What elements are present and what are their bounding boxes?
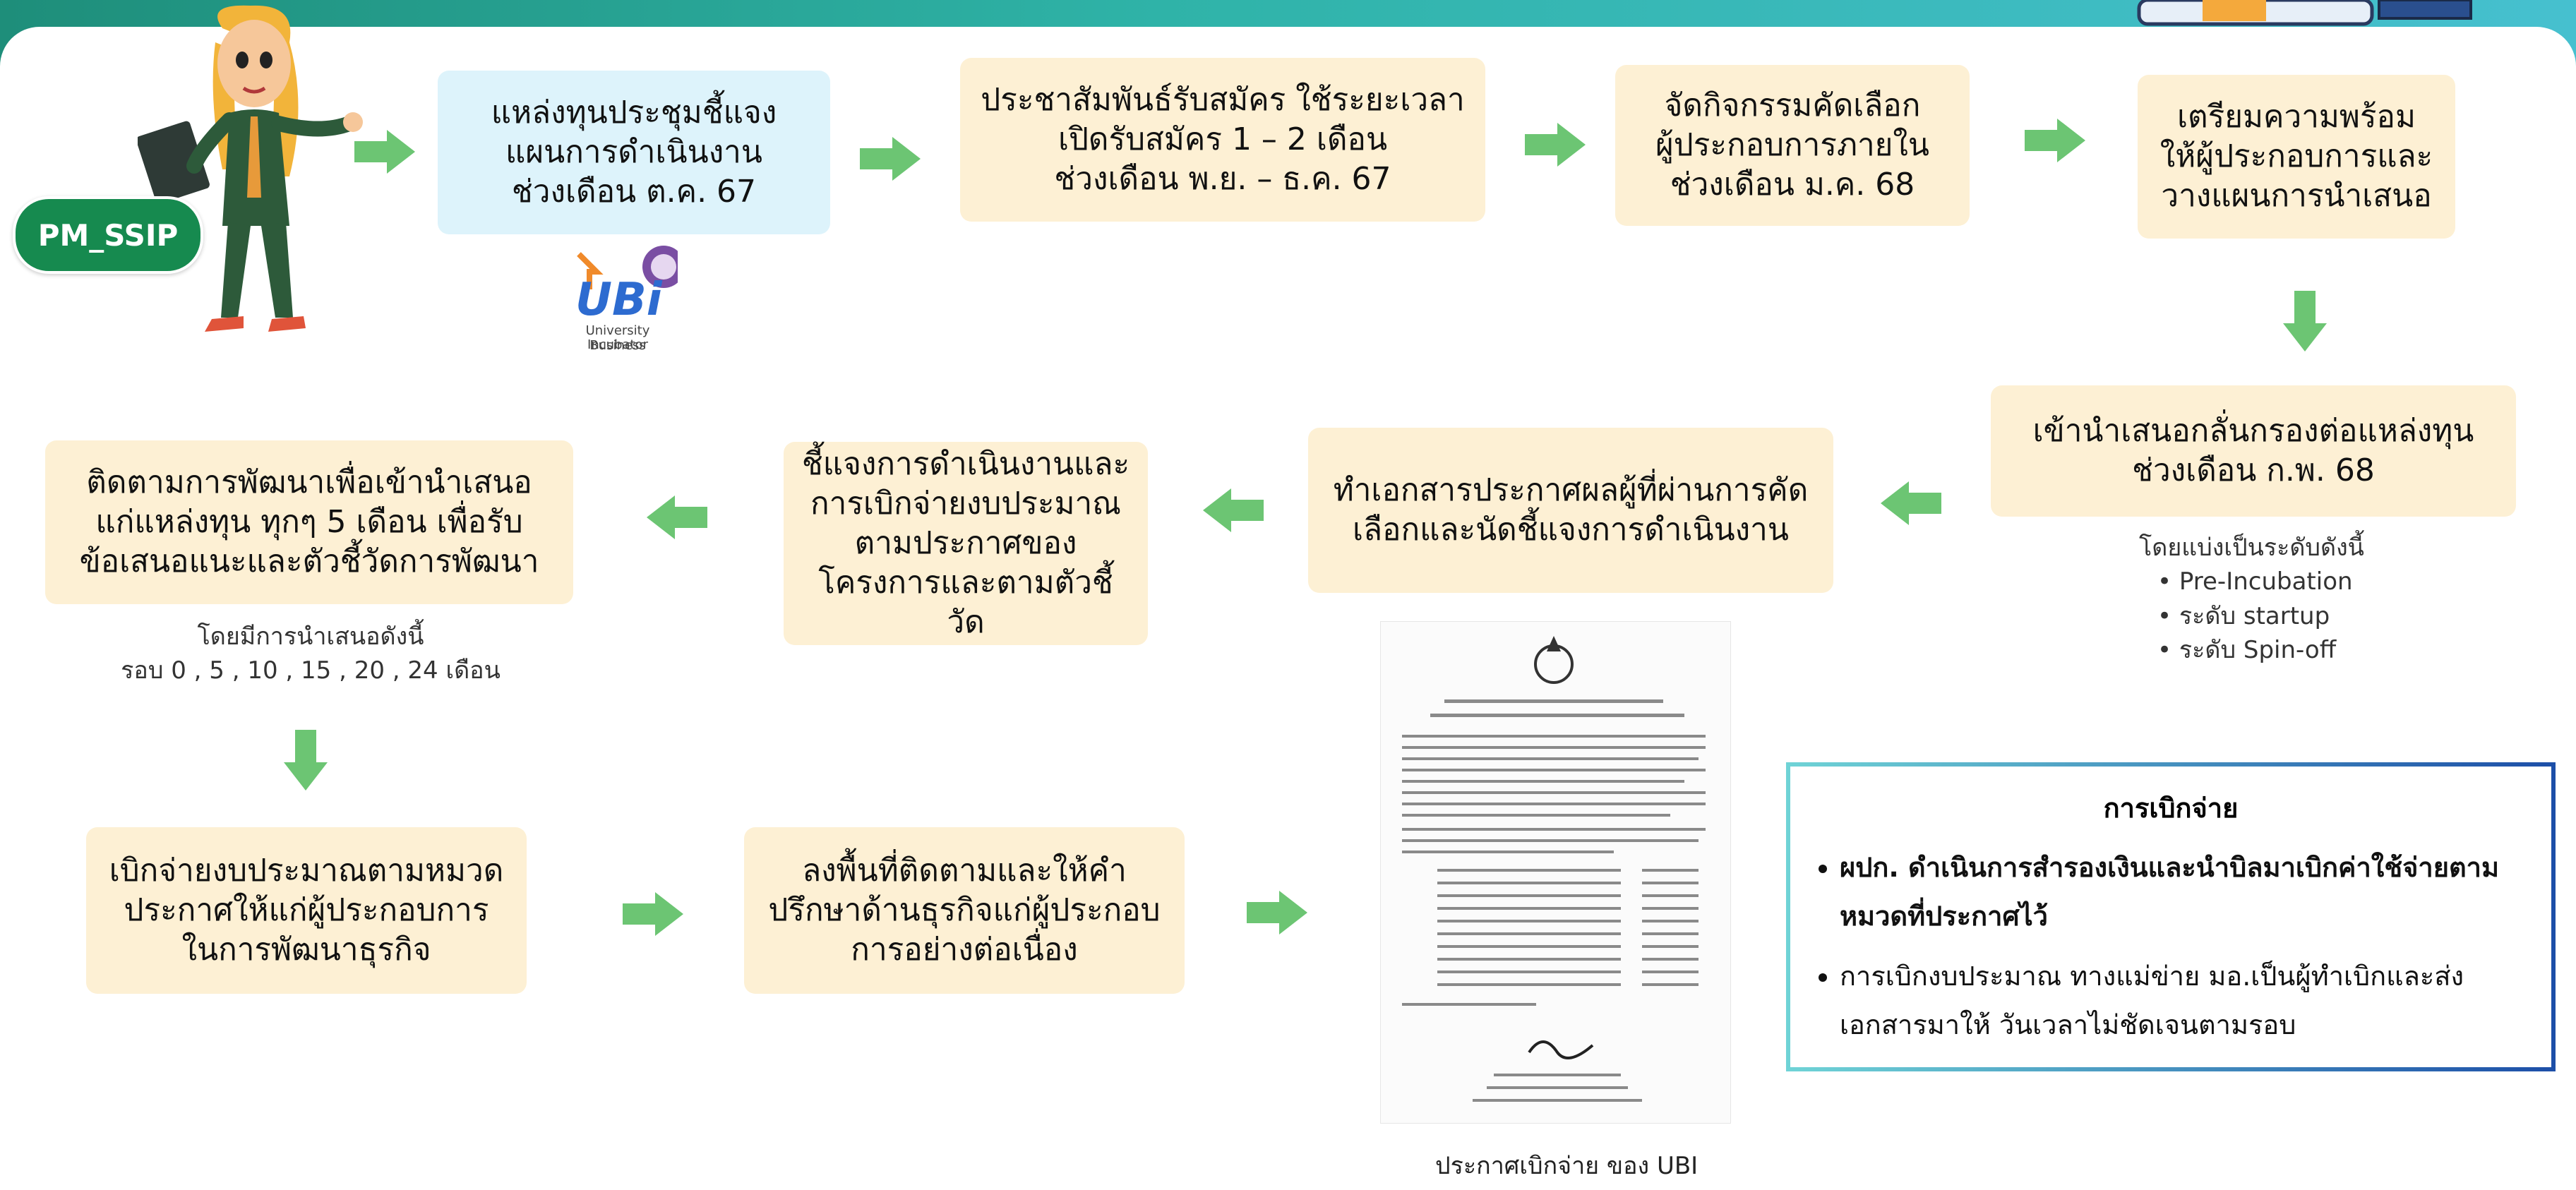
levels-note-heading: โดยแบ่งเป็นระดับดังนี้: [2139, 534, 2364, 562]
payment-list: ผปก. ดำเนินการสำรองเงินและนำบิลมาเบิกค่า…: [1811, 843, 2530, 1050]
arrow-left-icon: [1203, 488, 1264, 532]
arrow-down-icon: [284, 730, 328, 791]
ubi-logo-subtitle-2: Incubator: [587, 337, 648, 352]
payment-item: การเบิกงบประมาณ ทางแม่ข่าย มอ.เป็นผู้ทำเ…: [1840, 952, 2530, 1050]
announcement-document-thumbnail: [1380, 621, 1731, 1124]
levels-note: โดยแบ่งเป็นระดับดังนี้ • Pre-Incubation …: [2139, 531, 2364, 667]
step-5-screening-presentation: เข้านำเสนอกลั่นกรองต่อแหล่งทุนช่วงเดือน …: [1991, 385, 2516, 517]
step-7-operation-briefing: ชี้แจงการดำเนินงานและการเบิกจ่ายงบประมาณ…: [784, 442, 1148, 645]
document-caption: ประกาศเบิกจ่าย ของ UBI: [1435, 1152, 1699, 1180]
rounds-note-heading: โดยมีการนำเสนอดังนี้: [197, 623, 424, 651]
ubi-logo-text: UBi: [575, 274, 662, 326]
level-item: • ระดับ Spin-off: [2157, 635, 2337, 664]
arrow-right-icon: [860, 137, 921, 181]
arrow-right-icon: [2025, 119, 2085, 162]
arrow-right-icon: [1525, 123, 1586, 167]
payment-info-box: การเบิกจ่าย ผปก. ดำเนินการสำรองเงินและนำ…: [1786, 762, 2556, 1071]
rounds-note: โดยมีการนำเสนอดังนี้ รอบ 0 , 5 , 10 , 15…: [106, 620, 515, 688]
step-8-progress-tracking: ติดตามการพัฒนาเพื่อเข้านำเสนอแก่แหล่งทุน…: [45, 440, 573, 604]
payment-item: ผปก. ดำเนินการสำรองเงินและนำบิลมาเบิกค่า…: [1840, 843, 2530, 941]
level-item: • ระดับ startup: [2157, 601, 2330, 630]
step-9-budget-disbursement: เบิกจ่ายงบประมาณตามหมวดประกาศให้แก่ผู้ปร…: [86, 827, 527, 994]
presenter-character-illustration: [138, 5, 363, 332]
ubi-logo: UBi University Business Incubator: [558, 240, 685, 353]
level-item: • Pre-Incubation: [2157, 567, 2353, 596]
arrow-right-icon: [623, 892, 683, 936]
project-badge: PM_SSIP: [13, 196, 203, 274]
rounds-note-rounds: รอบ 0 , 5 , 10 , 15 , 20 , 24 เดือน: [121, 656, 501, 685]
ubi-logo-mark: [577, 246, 685, 289]
step-1-funding-briefing: แหล่งทุนประชุมชี้แจงแผนการดำเนินงานช่วงเ…: [438, 71, 830, 234]
arrow-down-icon: [2283, 291, 2327, 351]
arrow-right-icon: [1247, 891, 1307, 934]
document-lines: [1402, 636, 1706, 1102]
step-2-recruitment: ประชาสัมพันธ์รับสมัคร ใช้ระยะเวลาเปิดรับ…: [960, 58, 1485, 222]
ubi-logo-subtitle-1: University Business: [585, 323, 650, 353]
step-6-announcement: ทำเอกสารประกาศผลผู้ที่ผ่านการคัดเลือกและ…: [1308, 428, 1833, 593]
step-4-preparation: เตรียมความพร้อมให้ผู้ประกอบการและวางแผนก…: [2138, 75, 2455, 239]
payment-title: การเบิกจ่าย: [2103, 793, 2239, 824]
step-3-selection: จัดกิจกรรมคัดเลือกผู้ประกอบการภายในช่วงเ…: [1615, 65, 1970, 226]
arrow-left-icon: [1881, 481, 1941, 525]
arrow-right-icon: [354, 130, 415, 174]
step-10-field-consulting: ลงพื้นที่ติดตามและให้คำปรึกษาด้านธุรกิจแ…: [744, 827, 1185, 994]
laptop-illustration: [2137, 0, 2472, 26]
arrow-left-icon: [647, 495, 707, 539]
